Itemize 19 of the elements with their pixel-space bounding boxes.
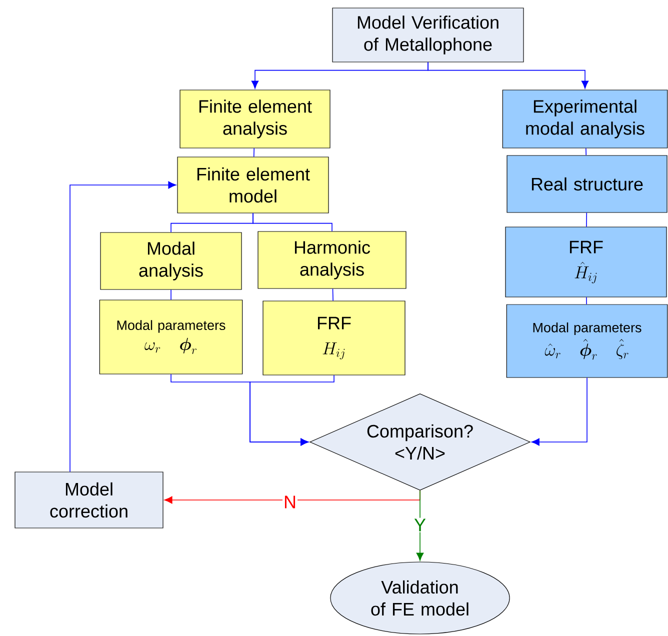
arrow xyxy=(416,490,424,561)
process-box: Finite element analysis xyxy=(180,90,330,148)
process-box: Model correction xyxy=(14,472,164,528)
process-box: Modal analysis xyxy=(100,232,242,290)
process-box: Finite element model xyxy=(177,156,329,214)
process-box: Real structure xyxy=(506,155,668,213)
edge-label: N xyxy=(282,494,298,510)
process-box: Model Verification of Metallophone xyxy=(332,8,524,62)
edge-label: Y xyxy=(413,518,427,532)
arrow xyxy=(250,374,334,446)
process-box: Harmonic analysis xyxy=(258,231,406,289)
process-box: FRF $H_{ij}$ xyxy=(262,300,406,376)
process-box: FRF $\hat{H}_{ij}$ xyxy=(505,226,667,298)
process-box: Modal parameters $\hat{\omega}_r \quad \hat{\boldsymbol{\phi}}_r \quad \hat{\zeta}_r$ xyxy=(506,304,668,378)
arrow xyxy=(428,62,589,89)
arrow xyxy=(70,181,176,472)
process-box: Experimental modal analysis xyxy=(502,90,668,148)
arrow xyxy=(531,377,588,446)
process-box: Modal parameters $\omega_r \quad \boldsymbol{\phi}_r$ xyxy=(99,300,243,374)
